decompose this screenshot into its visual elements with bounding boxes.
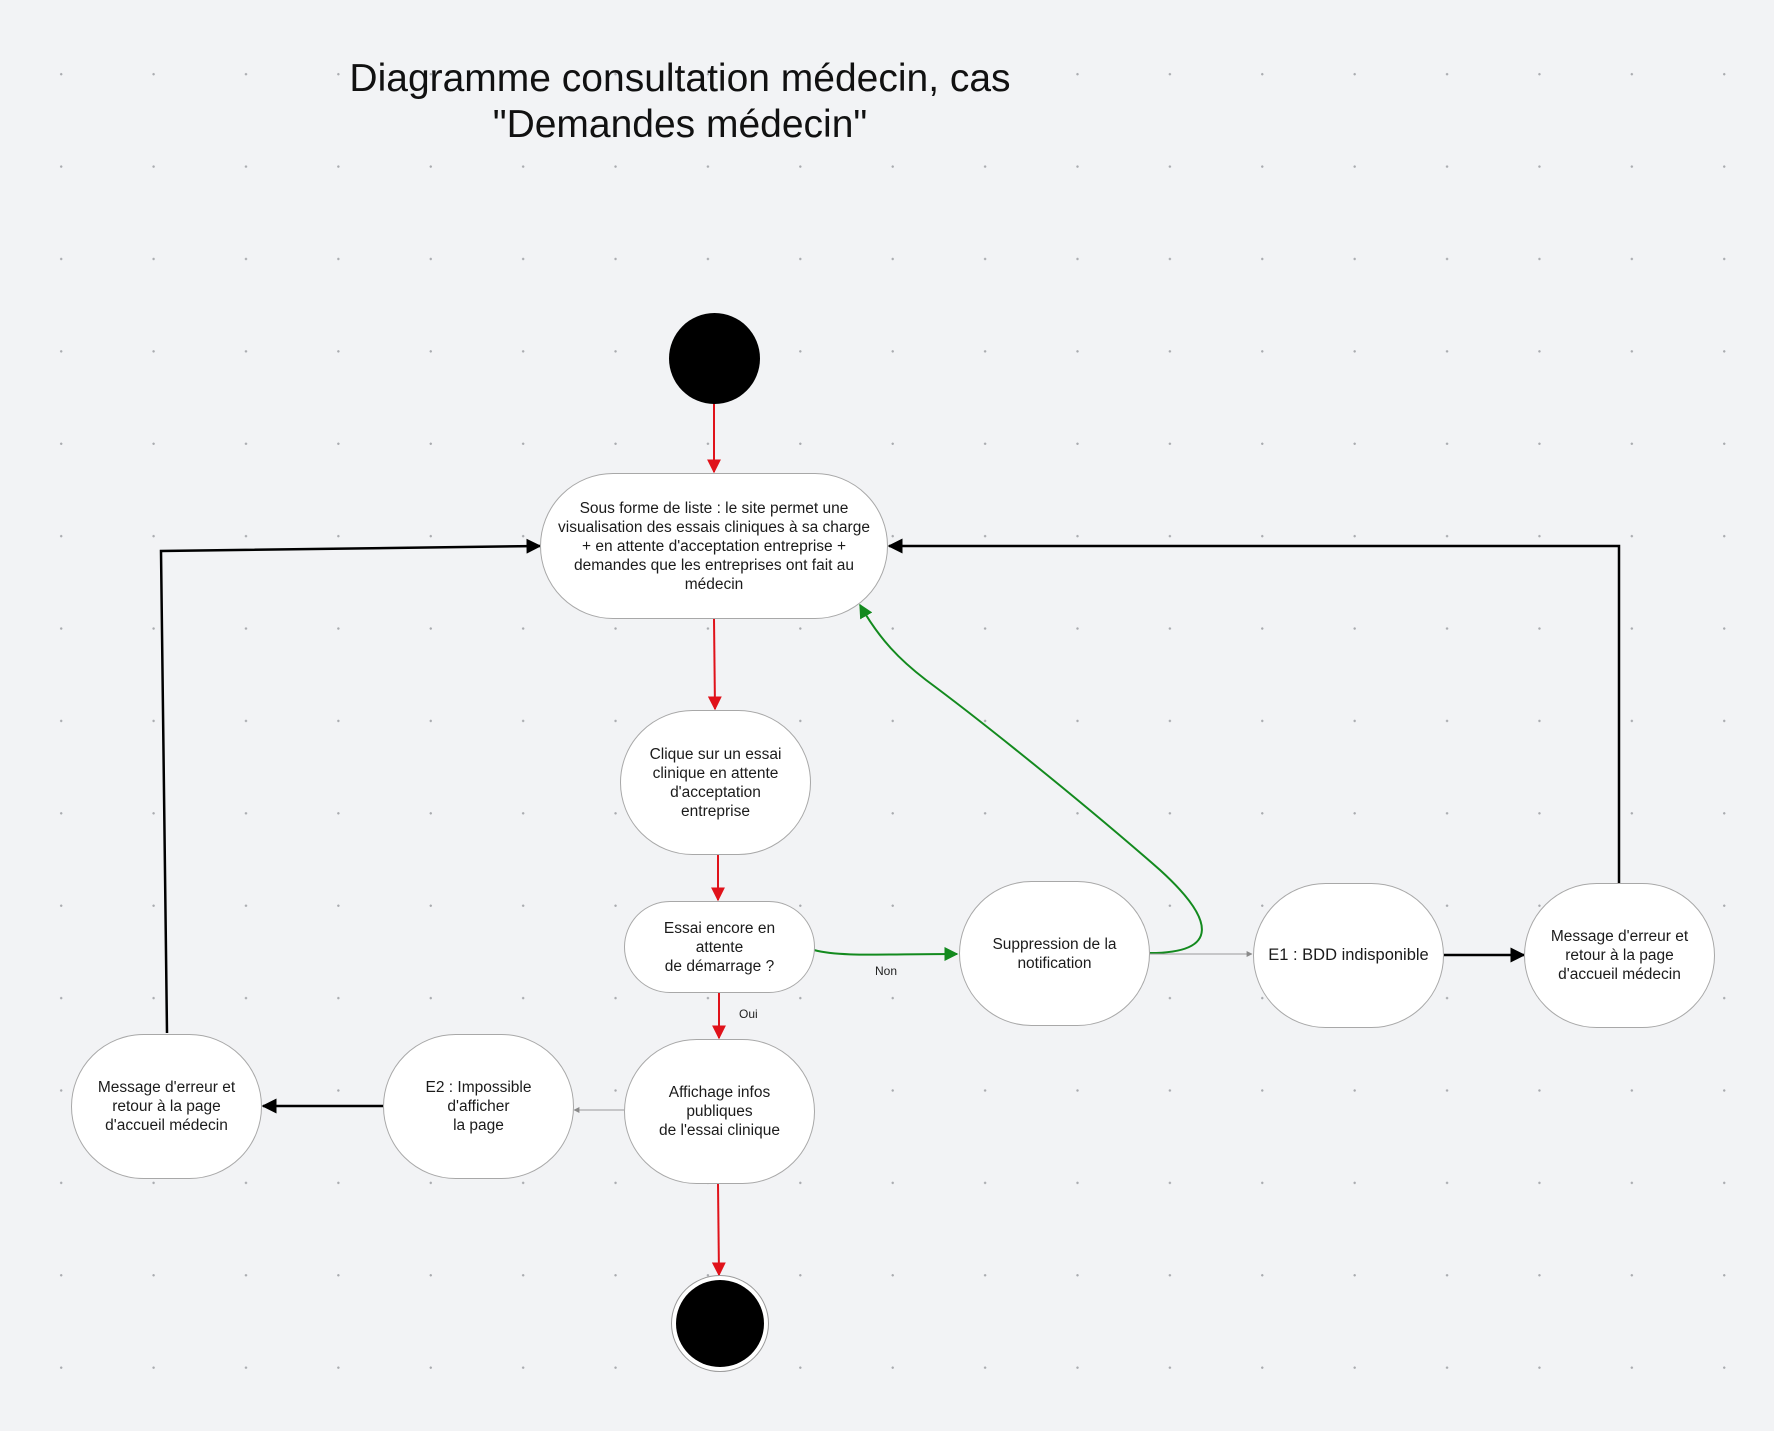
node-click-trial: Clique sur un essai clinique en attente … (620, 710, 811, 855)
node-list-view-line: visualisation des essais cliniques à sa … (558, 518, 870, 536)
node-decision: Essai encore en attente de démarrage ? (624, 901, 815, 993)
node-error-right-line: Message d'erreur et (1550, 928, 1689, 945)
diagram-title-line-1: Diagramme consultation médecin, cas (349, 57, 1011, 100)
edge-suppression-to-list (859, 603, 1203, 954)
node-error-right: Message d'erreur et retour à la page d'a… (1524, 883, 1715, 1028)
node-click-trial-line: d'acceptation entreprise (670, 783, 761, 820)
node-list-view-line: Sous forme de liste : le site permet une (579, 499, 849, 517)
node-suppression: Suppression de la notification (959, 881, 1150, 1026)
edge-label-oui: Oui (739, 1007, 758, 1021)
node-error-left-line: Message d'erreur et (97, 1079, 236, 1096)
node-error-left: Message d'erreur et retour à la page d'a… (71, 1034, 262, 1179)
node-e2-line: la page (453, 1117, 504, 1134)
edge-decision-to-suppression (813, 947, 959, 962)
node-list-view-line: médecin (684, 575, 744, 593)
edge-list-to-click (707, 618, 722, 711)
node-e1: E1 : BDD indisponible (1253, 883, 1444, 1028)
node-e2-line: E2 : Impossible d'afficher (425, 1079, 532, 1115)
final-state-core (676, 1280, 764, 1367)
final-state (671, 1275, 769, 1372)
node-error-right-line: retour à la page (1565, 947, 1674, 964)
node-suppression-line: notification (1017, 954, 1092, 972)
node-error-left-line: d'accueil médecin (105, 1117, 228, 1134)
node-click-trial-line: clinique en attente (652, 764, 779, 782)
node-error-right-line: d'accueil médecin (1558, 966, 1681, 983)
node-decision-line: Essai encore en attente (663, 919, 776, 956)
node-display-public: Affichage infos publiques de l'essai cli… (624, 1039, 815, 1184)
node-list-view-line: demandes que les entreprises ont fait au (573, 556, 855, 574)
edge-error-right-to-list (887, 538, 1621, 883)
diagram-title: Diagramme consultation médecin, cas "Dem… (290, 56, 1070, 148)
node-display-public-line: Affichage infos publiques (668, 1084, 771, 1120)
node-list-view: Sous forme de liste : le site permet une… (540, 473, 888, 619)
diagram-title-line-2: "Demandes médecin" (492, 103, 868, 146)
node-decision-line: de démarrage ? (664, 957, 775, 975)
node-e2: E2 : Impossible d'afficher la page (383, 1034, 574, 1179)
node-list-view-line: + en attente d'acceptation entreprise + (581, 537, 847, 555)
initial-state (669, 313, 760, 404)
edge-display-to-final (711, 1183, 726, 1277)
edge-label-non: Non (875, 964, 898, 978)
node-e1-line: E1 : BDD indisponible (1268, 946, 1429, 964)
node-click-trial-line: Clique sur un essai (649, 745, 782, 763)
node-error-left-line: retour à la page (112, 1098, 221, 1115)
edge-error-left-to-list (159, 538, 542, 1034)
node-display-public-line: de l'essai clinique (658, 1122, 780, 1139)
node-suppression-line: Suppression de la (992, 935, 1117, 953)
